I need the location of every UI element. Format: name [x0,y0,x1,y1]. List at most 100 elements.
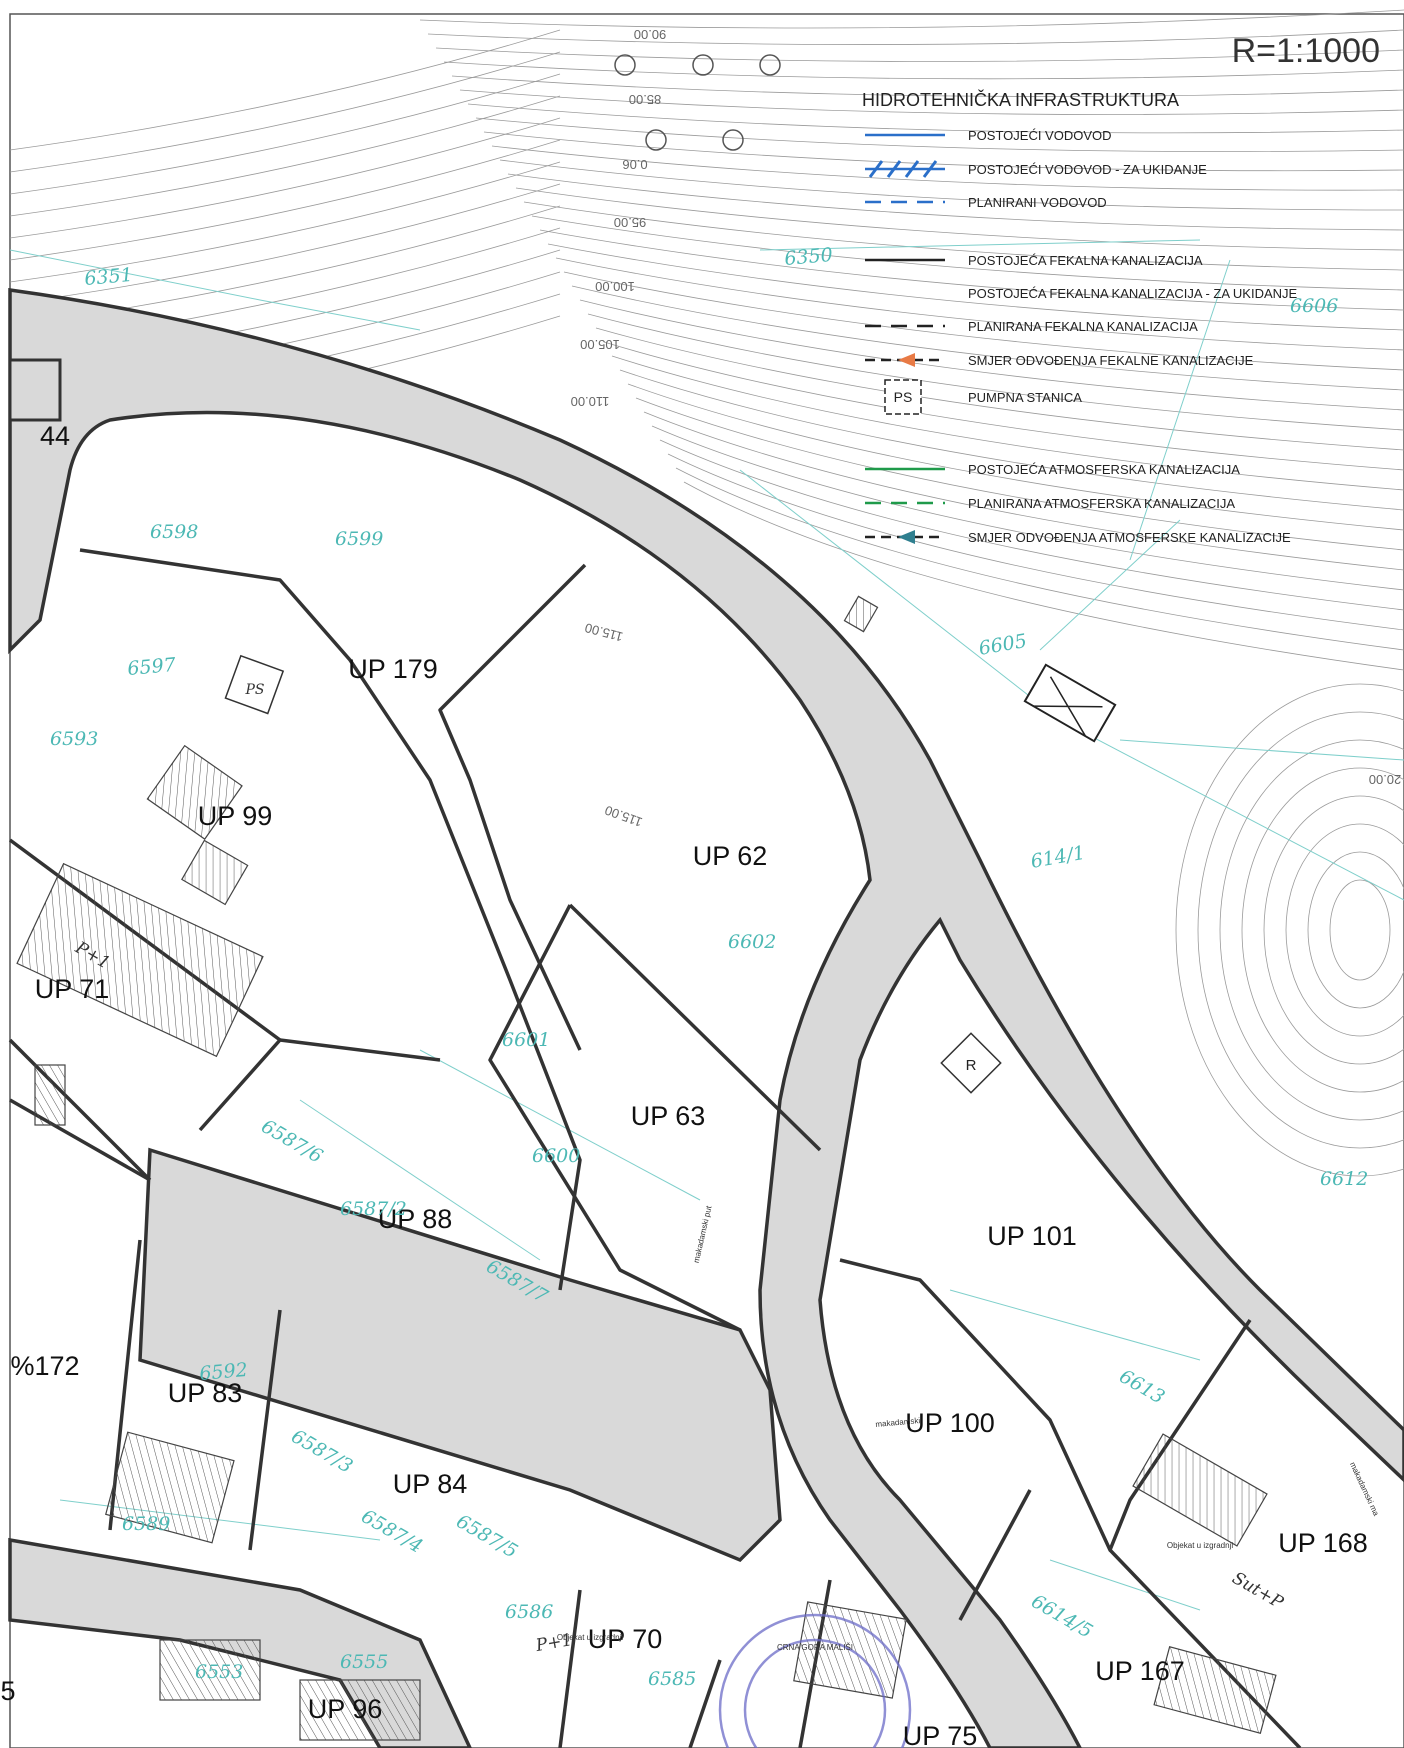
contour-label: 20.00 [1369,772,1402,787]
parcel-label: UP 70 [588,1624,663,1654]
legend-label: PLANIRANA ATMOSFERSKA KANALIZACIJA [968,496,1235,511]
contour-line [443,61,1404,80]
contour-line [675,467,1404,651]
cadastral-number: 6601 [502,1029,550,1051]
legend: R=1:1000 HIDROTEHNIČKA INFRASTRUKTURA PO… [862,32,1380,545]
contour-lines [9,9,1404,1177]
contour-line [571,285,1404,391]
legend-symbol [922,160,938,178]
parcel-label: UP 63 [631,1101,706,1131]
contour-line [611,355,1404,491]
contour-line [635,397,1404,551]
contour-line [619,369,1404,511]
map-frame [9,13,1404,1748]
ps-station [224,654,285,715]
contour-line [451,75,1404,97]
scale-label: R=1:1000 [1232,32,1380,70]
legend-arrow [898,353,915,367]
legend-item: SMJER ODVOĐENJA FEKALNE KANALIZACIJE [865,353,1254,368]
contour-line [459,89,1404,115]
contour-line [9,117,561,239]
legend-symbol [884,379,922,415]
contour-line [9,95,561,217]
contour-line [491,145,1404,191]
cadastral-number: 6597 [127,654,178,680]
parcel-label: 44 [40,421,70,451]
legend-symbol [886,160,902,178]
cadastral-number: 6350 [784,244,834,270]
contour-labels: 90.0085.000.0695.00100.00105.00110.00115… [571,27,1402,830]
contour-label: 105.00 [580,337,620,352]
cadastral-number: 6598 [150,521,198,543]
legend-item: PLANIRANI VODOVOD [865,195,1107,210]
legend-label: PLANIRANI VODOVOD [968,195,1107,210]
parcel-label: UP 167 [1095,1656,1185,1686]
parcel-label: UP 71 [35,974,110,1004]
cadastral-number: 6586 [505,1601,553,1623]
contour-line [563,271,1404,371]
cadastral-number: 6351 [84,264,134,290]
legend-label: POSTOJEĆA FEKALNA KANALIZACIJA [968,253,1203,268]
contour-line [467,103,1404,134]
contour-line [483,131,1404,172]
contour-line [627,383,1404,531]
legend-item: PLANIRANA ATMOSFERSKA KANALIZACIJA [865,496,1235,511]
contour-line [435,47,1404,62]
legend-symbol [868,160,884,178]
contour-line [531,215,1404,291]
contour-line [667,453,1404,631]
annotation-text: makadamski [875,1416,921,1429]
contour-line [9,29,561,151]
contour-line [595,327,1404,451]
contour-label: 90.00 [634,27,667,42]
official-stamp [718,1613,912,1748]
contour-line [555,257,1404,351]
parcel-label: UP 168 [1278,1528,1368,1558]
annotation-text: CRNA GORA MALIŠI [777,1643,853,1652]
contour-line [643,411,1404,571]
cadastral-number: 6600 [532,1145,580,1167]
contour-line [419,9,1404,29]
cadastral-number: 6593 [50,728,98,750]
cadastral-number: 6599 [335,528,383,550]
contour-label: 0.06 [622,157,647,172]
contour-line [603,341,1404,471]
parcel-label: UP 62 [693,841,768,871]
cadastral-number: 6612 [1320,1168,1368,1190]
symbol-label: PS [244,682,264,698]
parcel-label: UP 179 [348,654,438,684]
parcel-label: %172 [10,1351,79,1381]
cadastral-number: 6585 [648,1668,696,1690]
r-box-label: R [966,1057,977,1074]
legend-item: POSTOJEĆA ATMOSFERSKA KANALIZACIJA [865,462,1240,477]
cadastral-number: 6553 [195,1661,243,1683]
legend-title: HIDROTEHNIČKA INFRASTRUKTURA [862,89,1179,110]
legend-label: POSTOJEĆI VODOVOD [968,128,1112,143]
contour-line [9,183,561,305]
contour-line [1263,795,1404,1065]
contour-line [475,117,1404,153]
legend-symbol [904,160,920,178]
legend-item: POSTOJEĆA FEKALNA KANALIZACIJA - ZA UKID… [968,286,1298,301]
tree-symbols [614,54,781,151]
contour-line [1219,739,1404,1121]
cadastral-number: 6587/2 [340,1198,407,1220]
legend-item: POSTOJEĆI VODOVOD - ZA UKIDANJE [865,160,1207,178]
legend-item: POSTOJEĆI VODOVOD [865,128,1112,143]
contour-label: 110.00 [571,394,610,409]
parcel-label: UP 96 [308,1694,383,1724]
contour-line [683,481,1404,671]
parcel-label: UP 75 [903,1721,978,1748]
cadastral-number: 6592 [199,1359,249,1385]
contour-line [579,299,1404,411]
legend-items: POSTOJEĆI VODOVOD POSTOJEĆI VODOVOD - ZA … [865,128,1298,545]
contour-line [9,51,561,173]
legend-label: SMJER ODVOĐENJA FEKALNE KANALIZACIJE [968,353,1254,368]
contour-line [1175,683,1404,1177]
cadastral-number: 6555 [340,1651,388,1673]
contour-line [659,439,1404,611]
parcel-label: UP 99 [198,801,273,831]
